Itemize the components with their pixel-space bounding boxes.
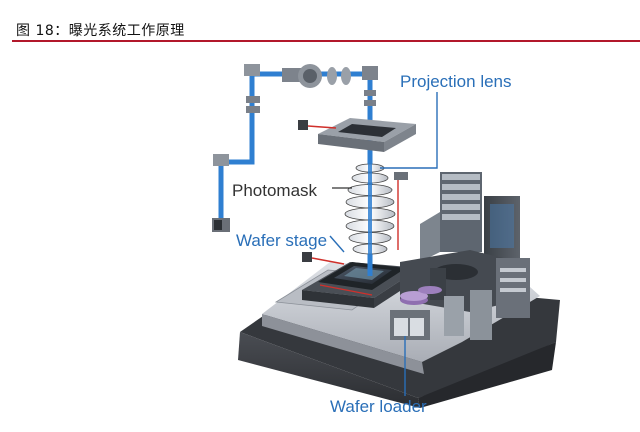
- label-wafer-loader: Wafer loader: [330, 397, 427, 416]
- mirror-lower-left: [213, 154, 229, 166]
- mask-laser: [307, 125, 337, 129]
- leader-projection-lens: [380, 92, 438, 169]
- photomask: [338, 124, 396, 137]
- figure-header: 图 18：曝光系统工作原理: [0, 0, 640, 42]
- stage-sensor-block: [302, 252, 312, 262]
- photomask-stage: [298, 118, 416, 250]
- title-divider: [12, 40, 640, 42]
- figure-title: 图 18：曝光系统工作原理: [16, 23, 185, 39]
- beam-left: [218, 71, 305, 224]
- projection-lens-column: [344, 156, 396, 268]
- label-wafer-stage: Wafer stage: [236, 231, 327, 250]
- leader-lines: [329, 92, 438, 396]
- stage-laser: [311, 257, 345, 265]
- label-projection-lens: Projection lens: [400, 72, 512, 91]
- leader-wafer-stage: [329, 235, 345, 253]
- label-photomask: Photomask: [232, 181, 318, 200]
- right-machinery: [400, 172, 530, 340]
- mirror-upper-right: [362, 66, 378, 80]
- mirror-upper-left: [244, 64, 260, 76]
- wafer-stage: [302, 252, 420, 308]
- wafer-loader: [390, 286, 442, 340]
